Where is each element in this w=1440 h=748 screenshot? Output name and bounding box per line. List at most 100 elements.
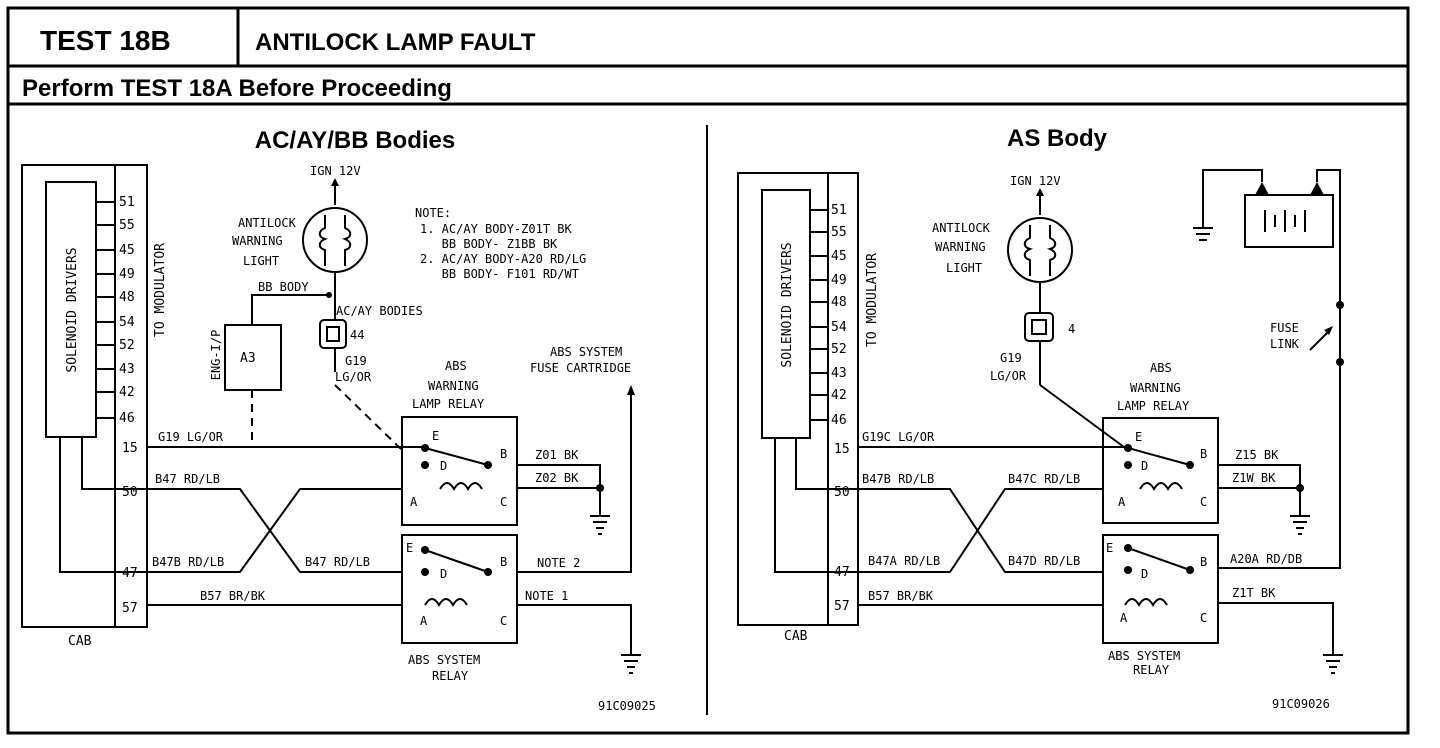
pin-45: 45 <box>831 249 847 264</box>
outer-frame <box>6 6 1410 735</box>
svg-text:B: B <box>500 555 507 569</box>
relay1-label-2: WARNING <box>428 379 479 393</box>
wire-b47c-label: B47C RD/LB <box>1008 472 1080 486</box>
pin-57: 57 <box>122 601 138 616</box>
relay1-label-1: ABS <box>445 359 467 373</box>
lamp-filament-icon <box>318 215 352 266</box>
driver-line-47 <box>774 438 858 573</box>
relay2-coil-icon <box>1124 598 1168 607</box>
solenoid-drivers-box <box>45 181 97 438</box>
lamp-label-1: ANTILOCK <box>932 221 991 235</box>
ign-arrow-icon <box>1036 188 1044 196</box>
wire-g19c-label: G19C LG/OR <box>862 430 935 444</box>
right-fig-id: 91C09026 <box>1272 697 1330 711</box>
driver-line-50 <box>81 437 147 490</box>
pin-15: 15 <box>122 441 138 456</box>
warning-lamp-bulb-icon <box>1007 217 1073 283</box>
pin-stubs <box>810 209 828 421</box>
left-panel: AC/AY/BB Bodies SOLENOID DRIVERS TO MODU… <box>21 127 656 713</box>
pin-46: 46 <box>831 413 847 428</box>
wire-b47d-label: B47D RD/LB <box>1008 554 1080 568</box>
warning-lamp-relay <box>1102 417 1219 524</box>
driver-line-47 <box>59 437 147 573</box>
pin-55: 55 <box>831 225 847 240</box>
cab-module <box>737 172 859 626</box>
ground-icon <box>1193 227 1213 241</box>
lgor-label: LG/OR <box>335 370 372 384</box>
connector-4-icon <box>1024 312 1054 342</box>
fuse-label-2: FUSE CARTRIDGE <box>530 361 631 375</box>
subtitle: Perform TEST 18A Before Proceeding <box>22 75 452 102</box>
test-title: ANTILOCK LAMP FAULT <box>255 29 536 56</box>
warning-lamp-bulb-icon <box>302 207 368 273</box>
wire-z15-label: Z15 BK <box>1235 448 1279 462</box>
a3-label: A3 <box>240 351 256 366</box>
wire-note1 <box>517 604 632 655</box>
ground-icon <box>1290 515 1310 535</box>
relay1-label-3: LAMP RELAY <box>412 397 485 411</box>
wire-a20a <box>1218 362 1341 569</box>
svg-text:B: B <box>1200 447 1207 461</box>
ground-icon <box>1323 654 1343 674</box>
lgor-label: LG/OR <box>990 369 1027 383</box>
right-panel: AS Body SOLENOID DRIVERS TO MODULATOR CA… <box>737 125 1344 711</box>
to-modulator-label: TO MODULATOR <box>865 253 880 347</box>
warning-lamp-relay <box>401 416 518 526</box>
ign-label: IGN 12V <box>310 164 361 178</box>
relay2-label-1: ABS SYSTEM <box>408 653 480 667</box>
bb-body-wire <box>251 294 329 325</box>
pin-45: 45 <box>119 243 135 258</box>
left-title: AC/AY/BB Bodies <box>255 127 455 154</box>
pin-42: 42 <box>119 385 135 400</box>
relay2-switch <box>424 549 489 573</box>
svg-text:A: A <box>1120 611 1128 625</box>
pin-51: 51 <box>119 195 135 210</box>
g19-link <box>1039 384 1129 451</box>
note-line-3: 2. AC/AY BODY-A20 RD/LG <box>420 252 586 266</box>
solenoid-drivers-label: SOLENOID DRIVERS <box>65 247 80 372</box>
solenoid-drivers-box <box>761 189 811 439</box>
wire-b47b-cross <box>147 488 402 573</box>
cab-label: CAB <box>68 634 92 649</box>
lamp-filament-icon <box>1023 225 1057 276</box>
fuse-link-label-2: LINK <box>1270 337 1300 351</box>
relay1-switch <box>1127 447 1191 466</box>
wire-b57-label: B57 BR/BK <box>200 589 266 603</box>
wire-b47-label: B47 RD/LB <box>155 472 220 486</box>
wire-z01 <box>517 464 601 488</box>
relay1-label-1: ABS <box>1150 361 1172 375</box>
relay1-switch <box>424 447 489 466</box>
wire-z02-label: Z02 BK <box>535 471 579 485</box>
pin-57: 57 <box>834 599 850 614</box>
fuse-label-1: ABS SYSTEM <box>550 345 622 359</box>
g19-label: G19 <box>1000 351 1022 365</box>
pin-stubs <box>96 201 115 419</box>
relay2-label-1: ABS SYSTEM <box>1108 649 1180 663</box>
test-label: TEST 18B <box>40 25 171 56</box>
pin-48: 48 <box>119 290 135 305</box>
ground-icon <box>590 515 610 535</box>
pin-54: 54 <box>831 320 847 335</box>
svg-text:C: C <box>1200 611 1207 625</box>
relay1-label-3: LAMP RELAY <box>1117 399 1190 413</box>
battery-icon <box>1244 182 1334 248</box>
svg-text:E: E <box>406 541 413 555</box>
lamp-label-2: WARNING <box>232 234 283 248</box>
ign-label: IGN 12V <box>1010 174 1061 188</box>
wire-b47-2-label: B47 RD/LB <box>305 555 370 569</box>
pin-54: 54 <box>119 315 135 330</box>
svg-text:A: A <box>1118 495 1126 509</box>
left-fig-id: 91C09025 <box>598 699 656 713</box>
svg-text:C: C <box>1200 495 1207 509</box>
pin-43: 43 <box>831 366 847 381</box>
svg-text:E: E <box>1106 541 1113 555</box>
svg-text:A: A <box>410 495 418 509</box>
acay-bodies-label: AC/AY BODIES <box>336 304 423 318</box>
driver-line-50 <box>795 438 858 490</box>
wire-b47a-cross <box>858 488 1103 573</box>
pin-52: 52 <box>119 338 135 353</box>
pin-15: 15 <box>834 442 850 457</box>
to-modulator-label: TO MODULATOR <box>153 243 168 337</box>
svg-text:D: D <box>1141 567 1148 581</box>
